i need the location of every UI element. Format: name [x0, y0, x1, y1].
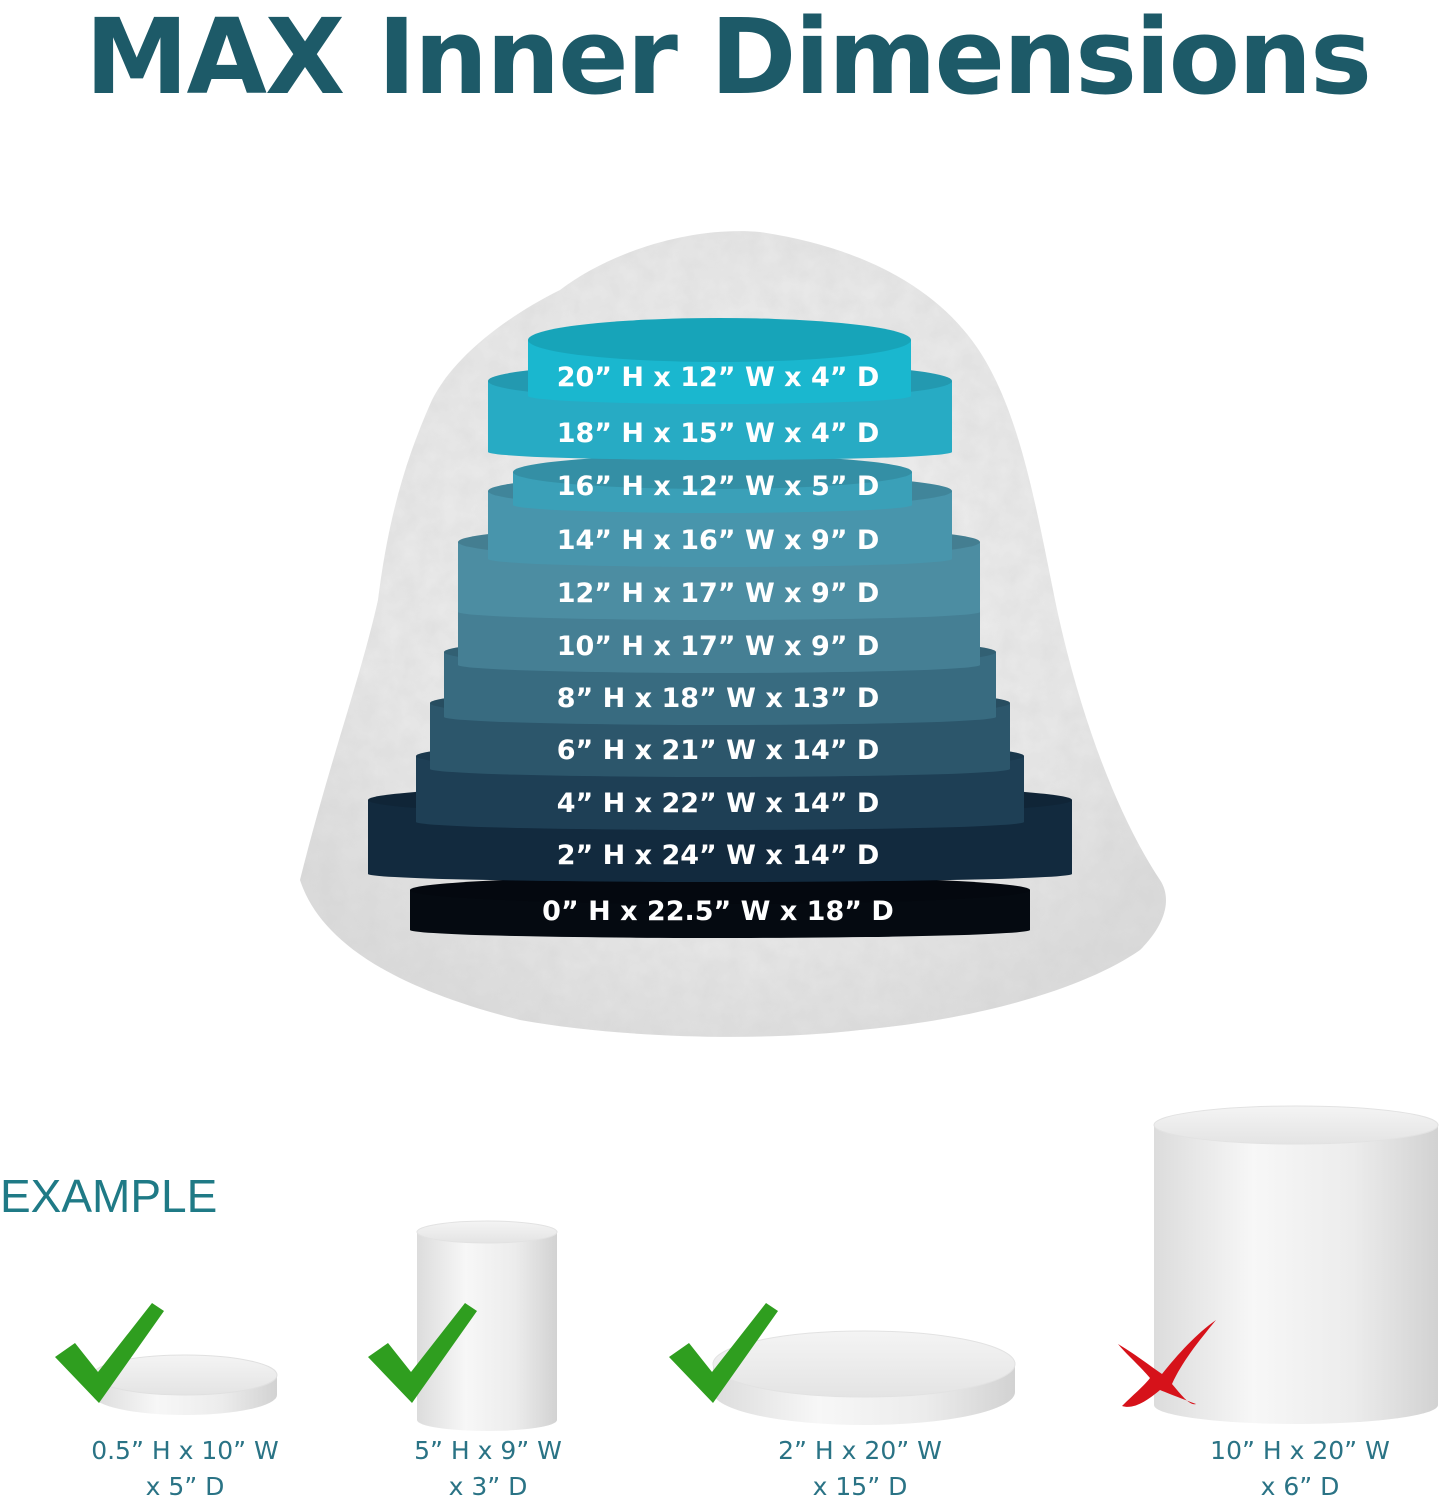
- dimension-layer-label: 14” H x 16” W x 9” D: [557, 525, 880, 556]
- checkmark-icon: [669, 1303, 778, 1403]
- dimension-layer: 0” H x 22.5” W x 18” D: [410, 876, 1030, 938]
- example-caption-2: 5” H x 9” W x 3” D: [368, 1433, 608, 1505]
- example-caption-1: 0.5” H x 10” W x 5” D: [55, 1433, 315, 1505]
- page-title: MAX Inner Dimensions: [84, 0, 1372, 118]
- dimension-layers: 0” H x 22.5” W x 18” D 2” H x 24” W x 14”…: [368, 318, 1072, 938]
- example-caption-line: x 6” D: [1260, 1472, 1340, 1501]
- dimension-stack-diagram: 0” H x 22.5” W x 18” D 2” H x 24” W x 14”…: [300, 231, 1166, 1037]
- dimension-layer-label: 20” H x 12” W x 4” D: [557, 362, 880, 393]
- example-object-3: [712, 1330, 1016, 1425]
- checkmark-icon: [55, 1303, 164, 1403]
- example-caption-line: x 3” D: [448, 1472, 528, 1501]
- dimension-layer: 16” H x 12” W x 5” D: [513, 455, 912, 513]
- dimension-layer-label: 4” H x 22” W x 14” D: [557, 788, 880, 819]
- dimension-layer-label: 16” H x 12” W x 5” D: [557, 471, 880, 502]
- example-caption-line: x 15” D: [812, 1472, 908, 1501]
- dimension-layer-label: 10” H x 17” W x 9” D: [557, 631, 880, 662]
- dimension-layer-top: [410, 876, 1030, 904]
- dimension-layer-label: 6” H x 21” W x 14” D: [557, 735, 880, 766]
- dimension-layer-label: 18” H x 15” W x 4” D: [557, 418, 880, 449]
- example-caption-line: 2” H x 20” W: [778, 1436, 942, 1465]
- example-caption-3: 2” H x 20” W x 15” D: [730, 1433, 990, 1505]
- dimension-layer-top-shade: [513, 455, 912, 489]
- dimension-layer-label: 8” H x 18” W x 13” D: [557, 683, 880, 714]
- example-object-4: [1153, 1105, 1439, 1424]
- dimension-layer-label: 2” H x 24” W x 14” D: [557, 840, 880, 871]
- example-section-label: EXAMPLE: [0, 1170, 218, 1222]
- example-caption-line: 0.5” H x 10” W: [91, 1436, 279, 1465]
- example-caption-line: 5” H x 9” W: [414, 1436, 562, 1465]
- dimension-layer-top: [528, 318, 911, 362]
- cross-icon: [1118, 1320, 1216, 1407]
- example-caption-line: x 5” D: [145, 1472, 225, 1501]
- dimension-layer-top-shade: [528, 318, 911, 362]
- example-object-2: [416, 1220, 558, 1431]
- dimension-layer-top: [513, 455, 912, 489]
- checkmark-icon: [368, 1303, 477, 1403]
- dimension-layer-label: 12” H x 17” W x 9” D: [557, 578, 880, 609]
- dimension-layer-label: 0” H x 22.5” W x 18” D: [542, 896, 894, 927]
- example-caption-4: 10” H x 20” W x 6” D: [1170, 1433, 1430, 1505]
- example-caption-line: 10” H x 20” W: [1210, 1436, 1390, 1465]
- dimension-layer-top-shade: [410, 876, 1030, 904]
- example-object-1: [92, 1354, 278, 1415]
- dimension-layer: 20” H x 12” W x 4” D: [528, 318, 911, 404]
